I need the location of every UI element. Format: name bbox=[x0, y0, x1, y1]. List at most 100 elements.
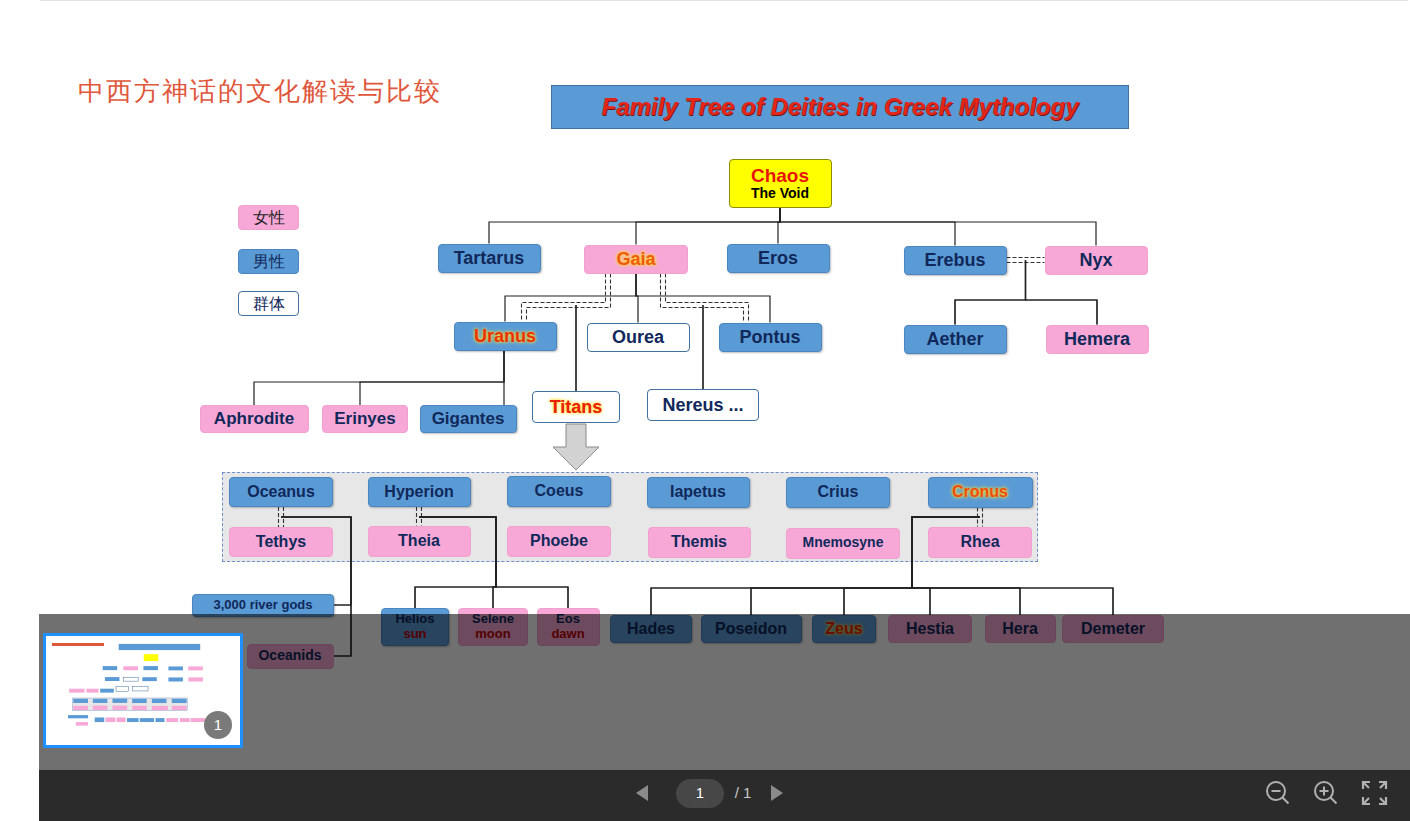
viewer-shade bbox=[39, 614, 1410, 770]
legend-swatch: 群体 bbox=[238, 291, 299, 316]
fullscreen-icon bbox=[1363, 782, 1386, 804]
thumbnail-shape bbox=[95, 717, 105, 722]
node-label: Crius bbox=[818, 483, 859, 501]
thumbnail-shape bbox=[105, 677, 120, 681]
group-box: Titans bbox=[532, 391, 620, 423]
node-label: Erinyes bbox=[334, 409, 395, 428]
node-label: Nereus ... bbox=[662, 395, 743, 415]
node-label: Gigantes bbox=[432, 409, 505, 428]
female-deity-box: Aphrodite bbox=[200, 405, 309, 433]
thumbnail-shape bbox=[132, 706, 147, 710]
thumbnail-shape bbox=[132, 699, 147, 703]
node-label: Iapetus bbox=[670, 483, 726, 501]
node-label: Themis bbox=[671, 533, 727, 551]
node-label: The Void bbox=[751, 186, 809, 202]
thumbnail-shape bbox=[127, 718, 139, 722]
male-deity-box: Coeus bbox=[507, 476, 611, 507]
origin-box: ChaosThe Void bbox=[729, 159, 832, 208]
descent-line bbox=[503, 351, 504, 406]
thumbnail-band bbox=[72, 698, 187, 711]
male-deity-box: Cronus bbox=[928, 477, 1033, 508]
descent-line bbox=[254, 351, 504, 406]
female-deity-box: Phoebe bbox=[507, 526, 611, 557]
male-deity-box: Gigantes bbox=[420, 405, 517, 433]
marriage-line bbox=[522, 274, 611, 322]
title-text: Family Tree of Deities in Greek Mytholog… bbox=[601, 94, 1078, 121]
zoom-in-icon bbox=[1315, 782, 1337, 804]
female-deity-box: Hemera bbox=[1046, 325, 1149, 354]
node-label: Coeus bbox=[535, 482, 584, 500]
thumbnail-frame bbox=[45, 635, 242, 747]
descent-line bbox=[636, 208, 780, 245]
male-deity-box: Hyperion bbox=[368, 477, 471, 507]
thumbnail-shape bbox=[124, 677, 139, 681]
page-number: 1 bbox=[696, 784, 704, 802]
thumbnail-shape bbox=[180, 718, 190, 722]
node-label: Uranus bbox=[474, 326, 536, 346]
descent-line bbox=[360, 351, 504, 406]
thumbnail-shape bbox=[106, 717, 116, 722]
descent-line bbox=[415, 507, 496, 608]
node-label: Chaos bbox=[751, 165, 809, 186]
male-deity-box: Crius bbox=[786, 477, 890, 508]
title-box: Family Tree of Deities in Greek Mytholog… bbox=[551, 85, 1129, 129]
node-label: Cronus bbox=[952, 483, 1008, 501]
legend-label: 群体 bbox=[253, 295, 285, 313]
node-label: Tethys bbox=[256, 533, 306, 551]
thumbnail-shape bbox=[172, 699, 187, 703]
node-label: Titans bbox=[550, 397, 603, 417]
node-label: Aether bbox=[926, 329, 983, 349]
thumbnail-shape bbox=[116, 687, 128, 691]
thumbnail-shape bbox=[188, 666, 203, 670]
page-rule bbox=[40, 0, 1408, 1]
next-page-icon bbox=[771, 785, 783, 801]
thumbnail-shape bbox=[100, 689, 114, 693]
thumbnail-shape bbox=[117, 717, 126, 722]
node-label: Pontus bbox=[740, 327, 801, 347]
male-deity-box: Iapetus bbox=[647, 477, 750, 508]
node-label: Phoebe bbox=[530, 532, 588, 550]
descent-line bbox=[651, 508, 980, 616]
thumbnail-shape bbox=[93, 706, 108, 710]
male-deity-box: Tartarus bbox=[438, 244, 541, 273]
zoom-out-icon bbox=[1267, 782, 1289, 804]
group-box: Ourea bbox=[587, 323, 690, 352]
descent-line bbox=[751, 508, 980, 616]
page-heading: 中西方神话的文化解读与比较 bbox=[78, 76, 442, 107]
thumbnail-shape bbox=[86, 689, 98, 693]
page-count: / 1 bbox=[735, 784, 752, 802]
node-label: Eros bbox=[758, 248, 798, 268]
group-box: Nereus ... bbox=[647, 389, 759, 421]
descent-line bbox=[505, 274, 636, 322]
thumbnail-heading bbox=[52, 643, 104, 646]
thumbnail-shape bbox=[172, 706, 187, 710]
node-label: Erebus bbox=[924, 250, 985, 270]
legend-label: 女性 bbox=[253, 209, 285, 227]
node-label: Mnemosyne bbox=[803, 535, 884, 551]
block-arrow bbox=[553, 424, 599, 470]
thumbnail-shape bbox=[69, 689, 84, 693]
node-label: Hyperion bbox=[384, 483, 453, 501]
legend-swatch: 女性 bbox=[238, 205, 299, 230]
thumbnail-shape bbox=[76, 722, 88, 726]
female-deity-box: Mnemosyne bbox=[786, 528, 900, 559]
thumbnail-shape bbox=[73, 706, 88, 710]
female-deity-box: Tethys bbox=[229, 527, 333, 557]
thumbnail-shape bbox=[152, 706, 168, 710]
marriage-line bbox=[661, 274, 749, 323]
descent-line bbox=[419, 507, 568, 608]
thumbnail-shape bbox=[73, 699, 88, 703]
node-label: Aphrodite bbox=[214, 409, 294, 428]
viewer-toolbar bbox=[39, 770, 1410, 821]
thumbnail-shape bbox=[168, 677, 183, 681]
descent-line bbox=[912, 508, 980, 616]
thumbnail-badge-circle bbox=[204, 711, 232, 739]
female-deity-box: Rhea bbox=[928, 527, 1032, 558]
thumbnail-title bbox=[119, 644, 201, 650]
female-deity-box: Nyx bbox=[1045, 246, 1148, 275]
thumbnail-shape bbox=[155, 718, 164, 722]
male-deity-box: Oceanus bbox=[229, 477, 333, 507]
legend-label: 男性 bbox=[253, 253, 285, 271]
node-label: Hemera bbox=[1064, 329, 1130, 349]
